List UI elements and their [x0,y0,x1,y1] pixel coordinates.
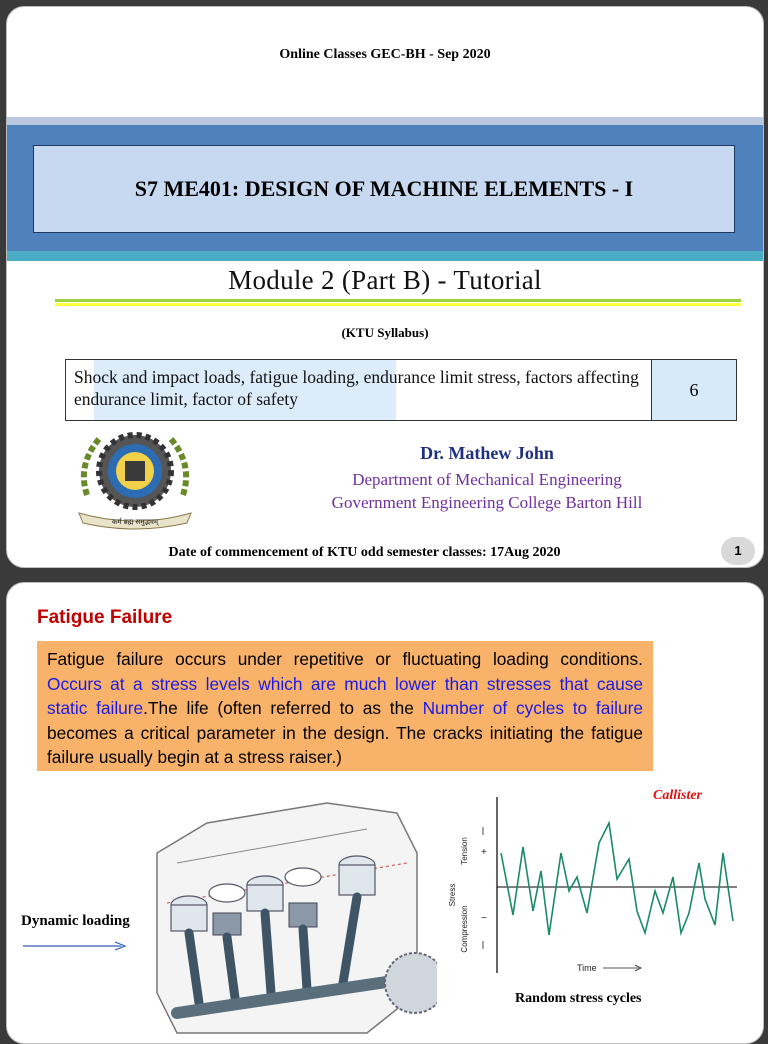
plus-sign: + [481,847,487,858]
emblem-motto: कर्म ब्रह्म समुद्भवम् [112,517,159,526]
syllabus-topics: Shock and impact loads, fatigue loading,… [66,360,652,420]
syllabus-label: (KTU Syllabus) [341,325,429,340]
definition-highlight-stress: Occurs at a stress levels which are much… [47,673,643,719]
stress-trace [500,820,734,937]
college-emblem-icon: कर्म ब्रह्म समुद्भवम् [78,432,192,530]
dynamic-loading-label: Dynamic loading [21,913,130,929]
slide-title: Fatigue Failure [37,607,173,628]
slide-header: Online Classes GEC-BH - Sep 2020 [279,47,491,62]
title-underline [55,299,741,302]
y-axis-label: Stress [448,884,457,907]
stress-cycle-chart: Stress Tension Compression + − Time [448,797,737,973]
source-label: Callister [653,788,703,803]
course-title: S7 ME401: DESIGN OF MACHINE ELEMENTS - I [134,176,634,201]
commencement-note: Date of commencement of KTU odd semester… [168,545,561,560]
fatigue-slide: Fatigue Failure Fatigue failure occurs u… [6,582,764,1044]
compression-label: Compression [460,905,469,952]
definition-text-life: .The life (often referred to as the [143,698,423,719]
title-underline-yellow [55,303,741,306]
definition-text: Fatigue failure occurs under repetitive … [47,649,643,669]
author-name: Dr. Mathew John [420,443,554,463]
graph-caption: Random stress cycles [515,991,642,1006]
definition-text-end: becomes a critical parameter in the desi… [47,722,643,768]
header-band-top [7,117,763,125]
engine-illustration-icon [156,802,437,1034]
definition-highlight-cycles: Number of cycles to failure [422,698,643,719]
syllabus-hours: 6 [652,360,736,420]
minus-sign: − [481,913,487,924]
syllabus-table: Shock and impact loads, fatigue loading,… [65,359,737,421]
title-slide: Online Classes GEC-BH - Sep 2020 S7 ME40… [6,6,764,568]
tension-label: Tension [460,837,469,865]
course-title-box: S7 ME401: DESIGN OF MACHINE ELEMENTS - I [33,145,735,233]
author-department: Department of Mechanical Engineering [352,470,622,489]
header-band-bottom [7,251,763,261]
definition-box: Fatigue failure occurs under repetitive … [37,641,653,771]
page-number-badge: 1 [721,537,755,565]
author-college: Government Engineering College Barton Hi… [331,493,643,512]
x-axis-label: Time [577,963,597,973]
module-title: Module 2 (Part B) - Tutorial [228,265,542,295]
arrow-right-icon [23,941,127,951]
